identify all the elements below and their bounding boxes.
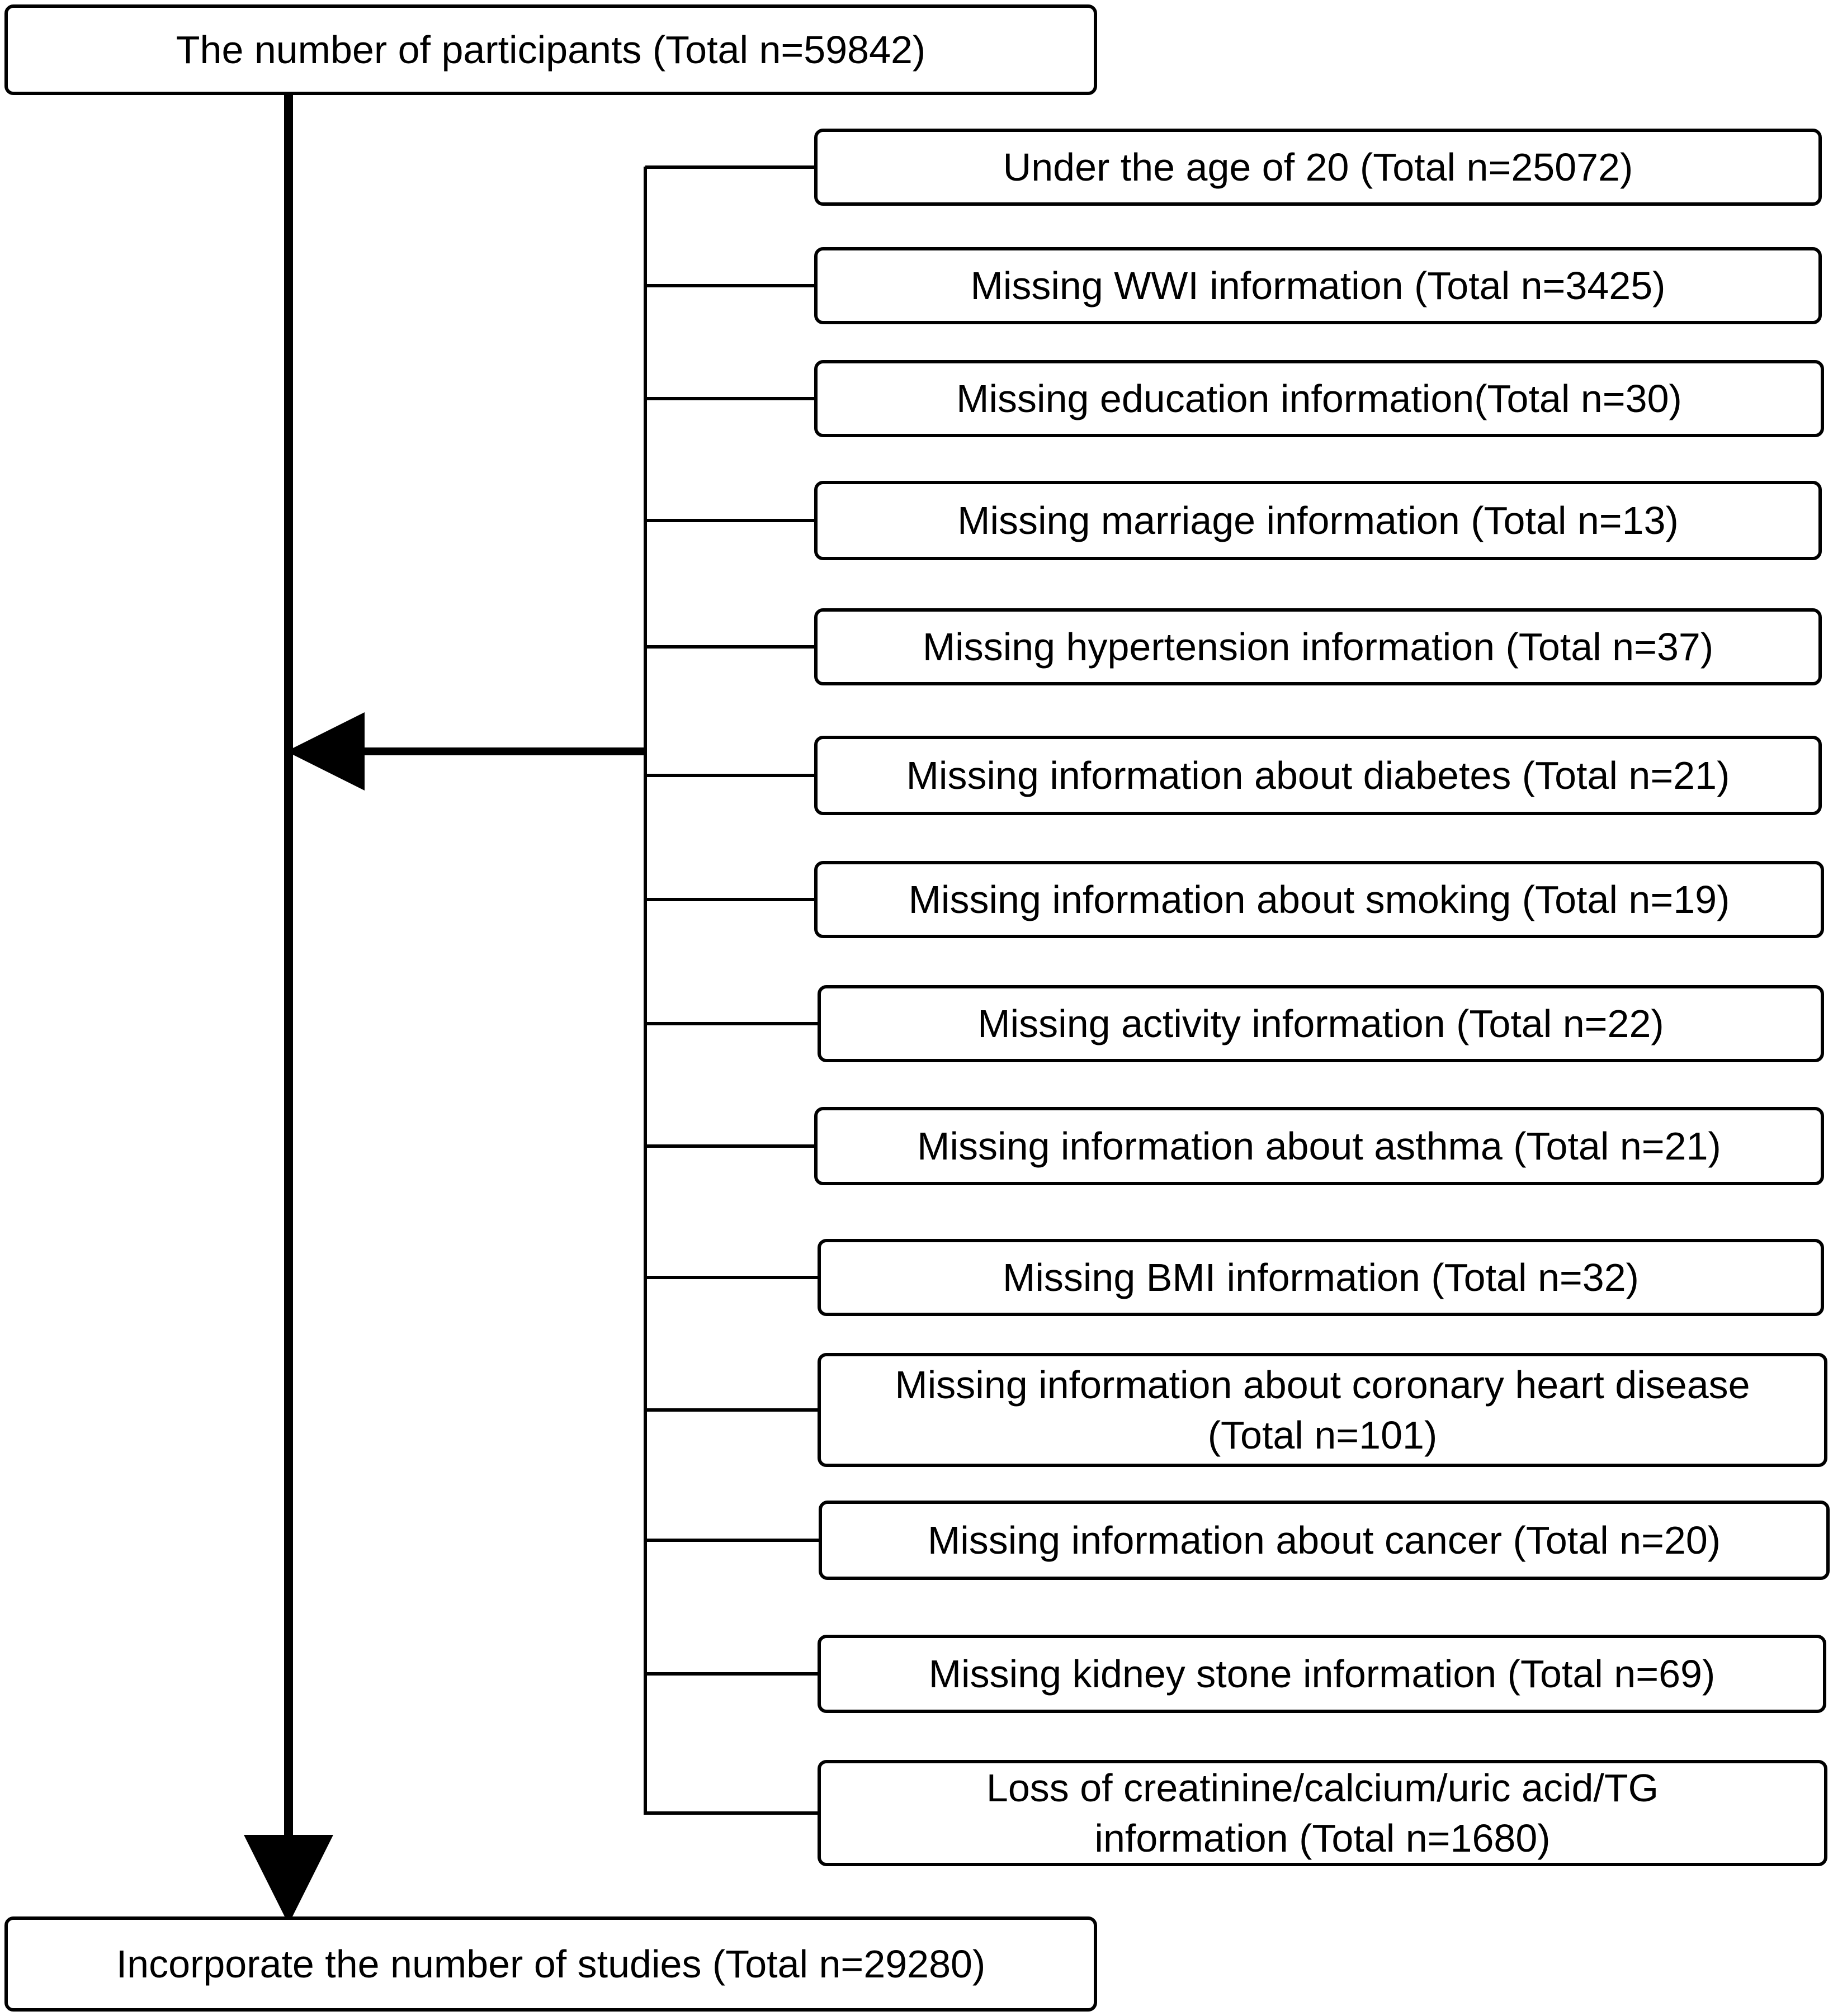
exclusion-box-activity: Missing activity information (Total n=22… — [818, 985, 1824, 1062]
exclusion-box-education: Missing education information(Total n=30… — [814, 360, 1824, 437]
exclusion-box-smoking: Missing information about smoking (Total… — [814, 861, 1824, 938]
included-studies-box: Incorporate the number of studies (Total… — [4, 1916, 1097, 2012]
exclusion-box-kidney-stone: Missing kidney stone information (Total … — [818, 1635, 1826, 1713]
exclusion-box-cancer: Missing information about cancer (Total … — [819, 1501, 1830, 1580]
exclusion-box-age: Under the age of 20 (Total n=25072) — [814, 129, 1822, 206]
exclusion-box-diabetes: Missing information about diabetes (Tota… — [814, 736, 1822, 815]
participants-box: The number of participants (Total n=5984… — [4, 4, 1097, 95]
exclusion-box-wwi: Missing WWI information (Total n=3425) — [814, 247, 1822, 324]
exclusion-box-bmi: Missing BMI information (Total n=32) — [818, 1239, 1824, 1316]
exclusion-box-marriage: Missing marriage information (Total n=13… — [814, 481, 1822, 560]
exclusion-box-asthma: Missing information about asthma (Total … — [814, 1107, 1824, 1185]
exclusion-ticks — [645, 165, 819, 1815]
exclusion-box-hypertension: Missing hypertension information (Total … — [814, 608, 1822, 685]
exclusion-box-lab-loss: Loss of creatinine/calcium/uric acid/TG … — [818, 1760, 1827, 1866]
exclusion-box-coronary: Missing information about coronary heart… — [818, 1353, 1827, 1467]
